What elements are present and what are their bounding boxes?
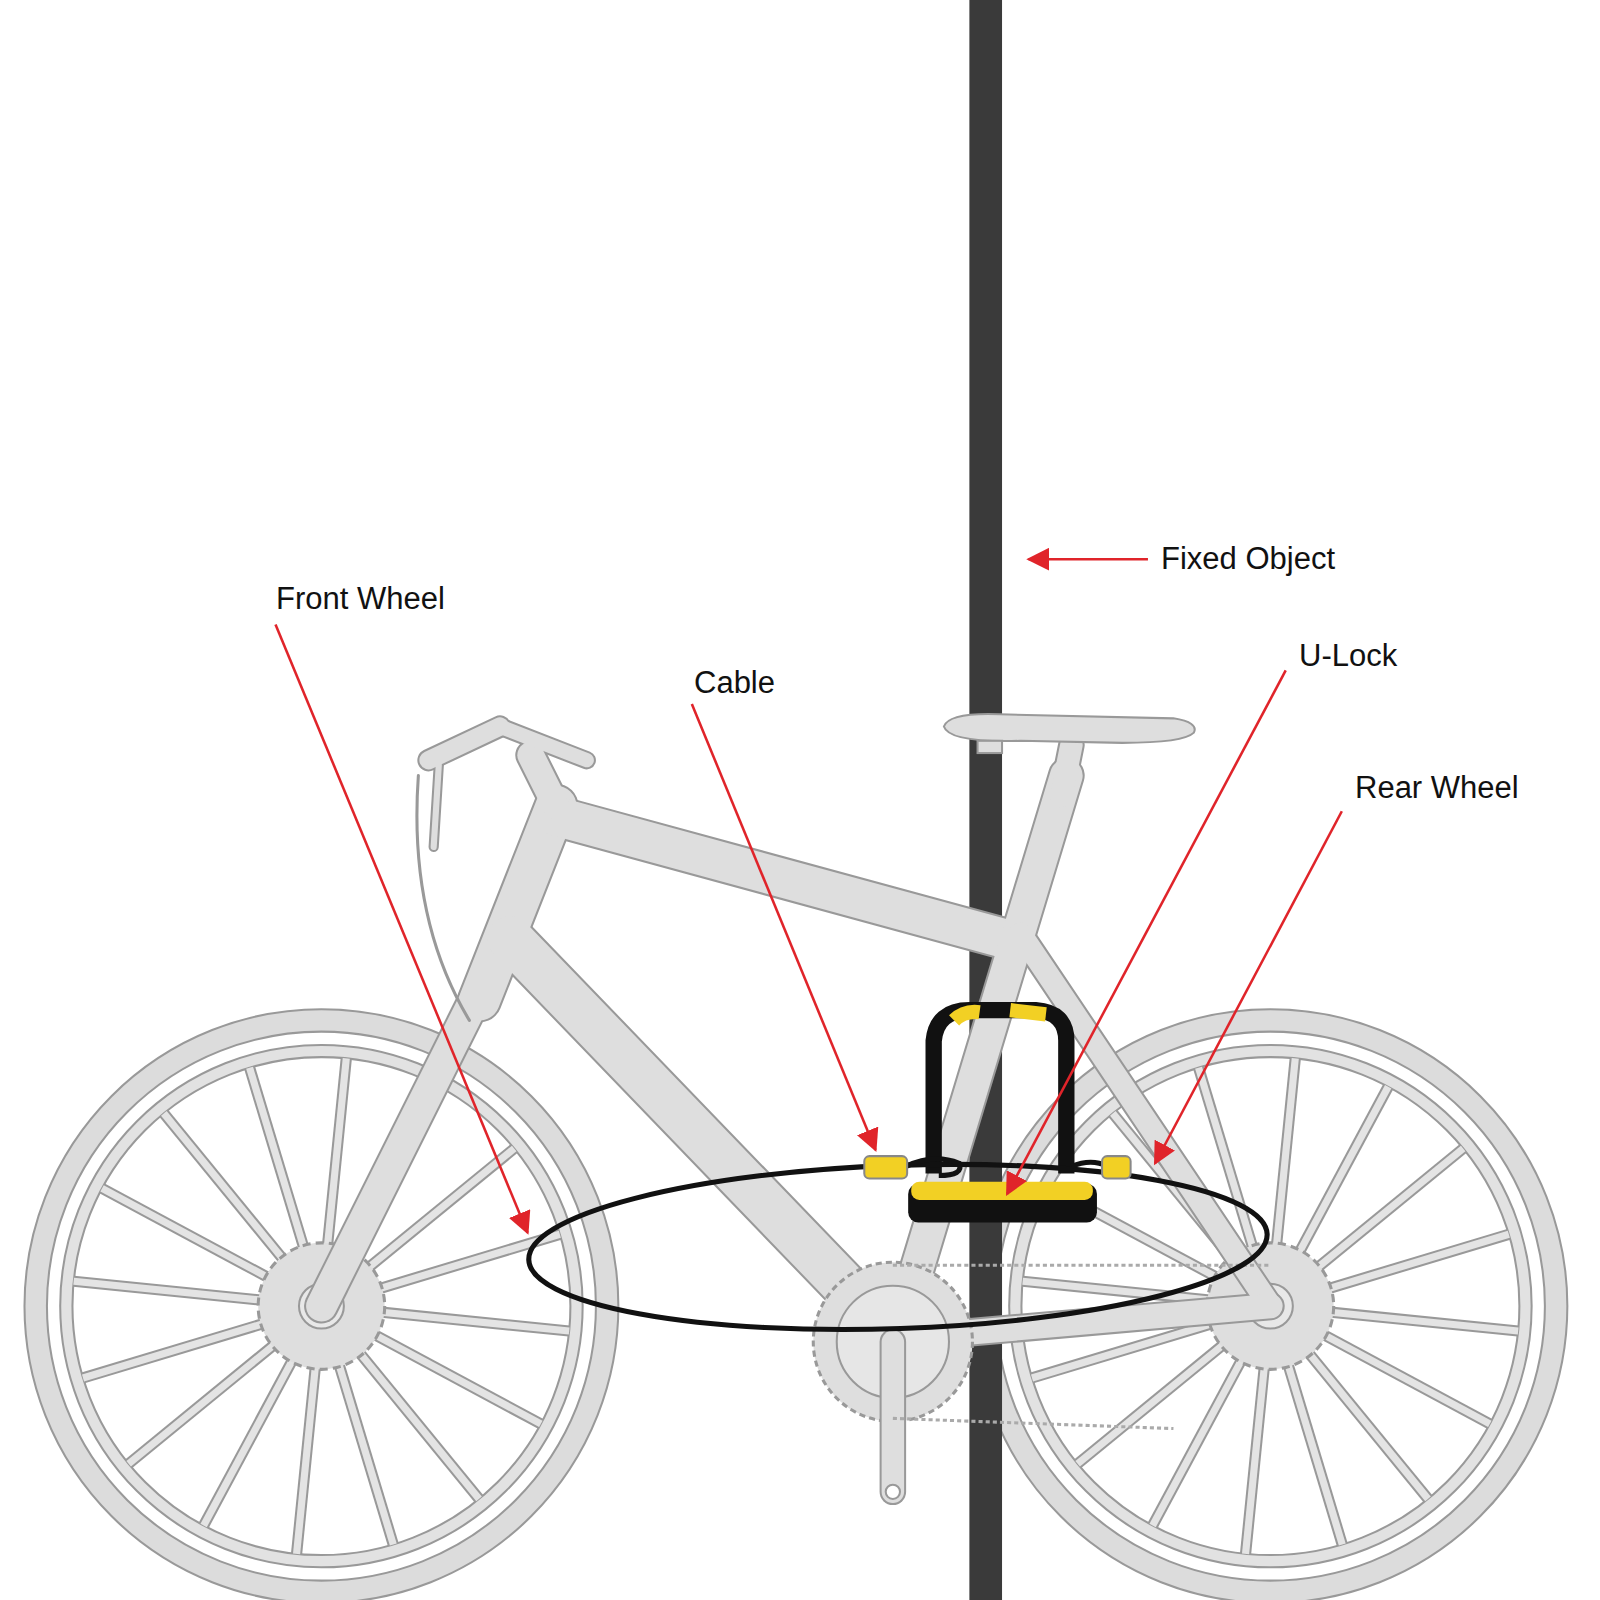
spoke-outline	[357, 1325, 540, 1423]
leader-line	[1155, 811, 1342, 1163]
spoke	[1290, 1087, 1388, 1270]
spoke-outline	[362, 1310, 569, 1331]
tube-outline	[1061, 745, 1071, 796]
part-label: U-Lock	[1299, 638, 1559, 674]
spoke	[250, 1068, 310, 1267]
spoke	[1282, 1345, 1342, 1544]
crankset	[813, 1262, 1270, 1499]
cable-lock	[526, 1152, 1270, 1341]
part-label: Front Wheel	[276, 581, 536, 617]
spoke	[204, 1342, 302, 1525]
part-label: Fixed Object	[1161, 541, 1421, 577]
leader-line	[1029, 558, 1148, 561]
spoke-outline	[1306, 1325, 1489, 1423]
tube	[1061, 745, 1071, 796]
spoke-outline	[1311, 1310, 1518, 1331]
spoke	[1309, 1234, 1508, 1294]
u-lock	[908, 1010, 1097, 1222]
bike-frame	[321, 727, 1270, 1339]
spoke-outline	[1246, 1347, 1267, 1554]
spoke-outline	[1290, 1087, 1388, 1270]
tube-outline	[531, 755, 557, 806]
spoke	[333, 1345, 393, 1544]
spoke	[1274, 1058, 1295, 1265]
tube	[429, 727, 500, 761]
leader-line	[692, 704, 876, 1150]
spoke	[102, 1188, 285, 1286]
spoke-outline	[74, 1281, 281, 1302]
spoke	[1246, 1347, 1267, 1554]
spoke-outline	[1274, 1058, 1295, 1265]
spoke	[357, 1325, 540, 1423]
tube	[500, 727, 587, 761]
spoke-outline	[204, 1342, 302, 1525]
tube	[1020, 934, 1270, 1306]
spoke	[1311, 1310, 1518, 1331]
wheels	[36, 1020, 1556, 1591]
saddle	[944, 714, 1195, 753]
spoke-outline	[1282, 1345, 1342, 1544]
fixed-pole	[969, 0, 1002, 1600]
spoke-outline	[297, 1347, 318, 1554]
tube-outline	[1020, 934, 1270, 1306]
spoke-outline	[250, 1068, 310, 1267]
tube-outline	[321, 980, 484, 1307]
leader-line	[1007, 670, 1286, 1193]
tube	[434, 765, 439, 847]
tube-outline	[429, 727, 500, 761]
leader-lines	[276, 559, 1342, 1232]
part-label: Cable	[694, 665, 954, 701]
tube	[531, 755, 557, 806]
tube	[896, 776, 1066, 1339]
tube-outline	[896, 776, 1066, 1339]
spoke-outline	[83, 1318, 282, 1378]
spoke-outline	[102, 1188, 285, 1286]
spoke	[74, 1281, 281, 1302]
part-label: Rear Wheel	[1355, 770, 1600, 806]
spoke	[83, 1318, 282, 1378]
spoke	[297, 1347, 318, 1554]
spoke	[1306, 1325, 1489, 1423]
tube	[510, 939, 896, 1339]
spoke	[362, 1310, 569, 1331]
spoke-outline	[1153, 1342, 1251, 1525]
tube-outline	[434, 765, 439, 847]
spoke	[1153, 1342, 1251, 1525]
spoke-outline	[1309, 1234, 1508, 1294]
tube-outline	[510, 939, 896, 1339]
spoke-outline	[333, 1345, 393, 1544]
tube	[321, 980, 484, 1307]
leader-line	[276, 624, 528, 1232]
